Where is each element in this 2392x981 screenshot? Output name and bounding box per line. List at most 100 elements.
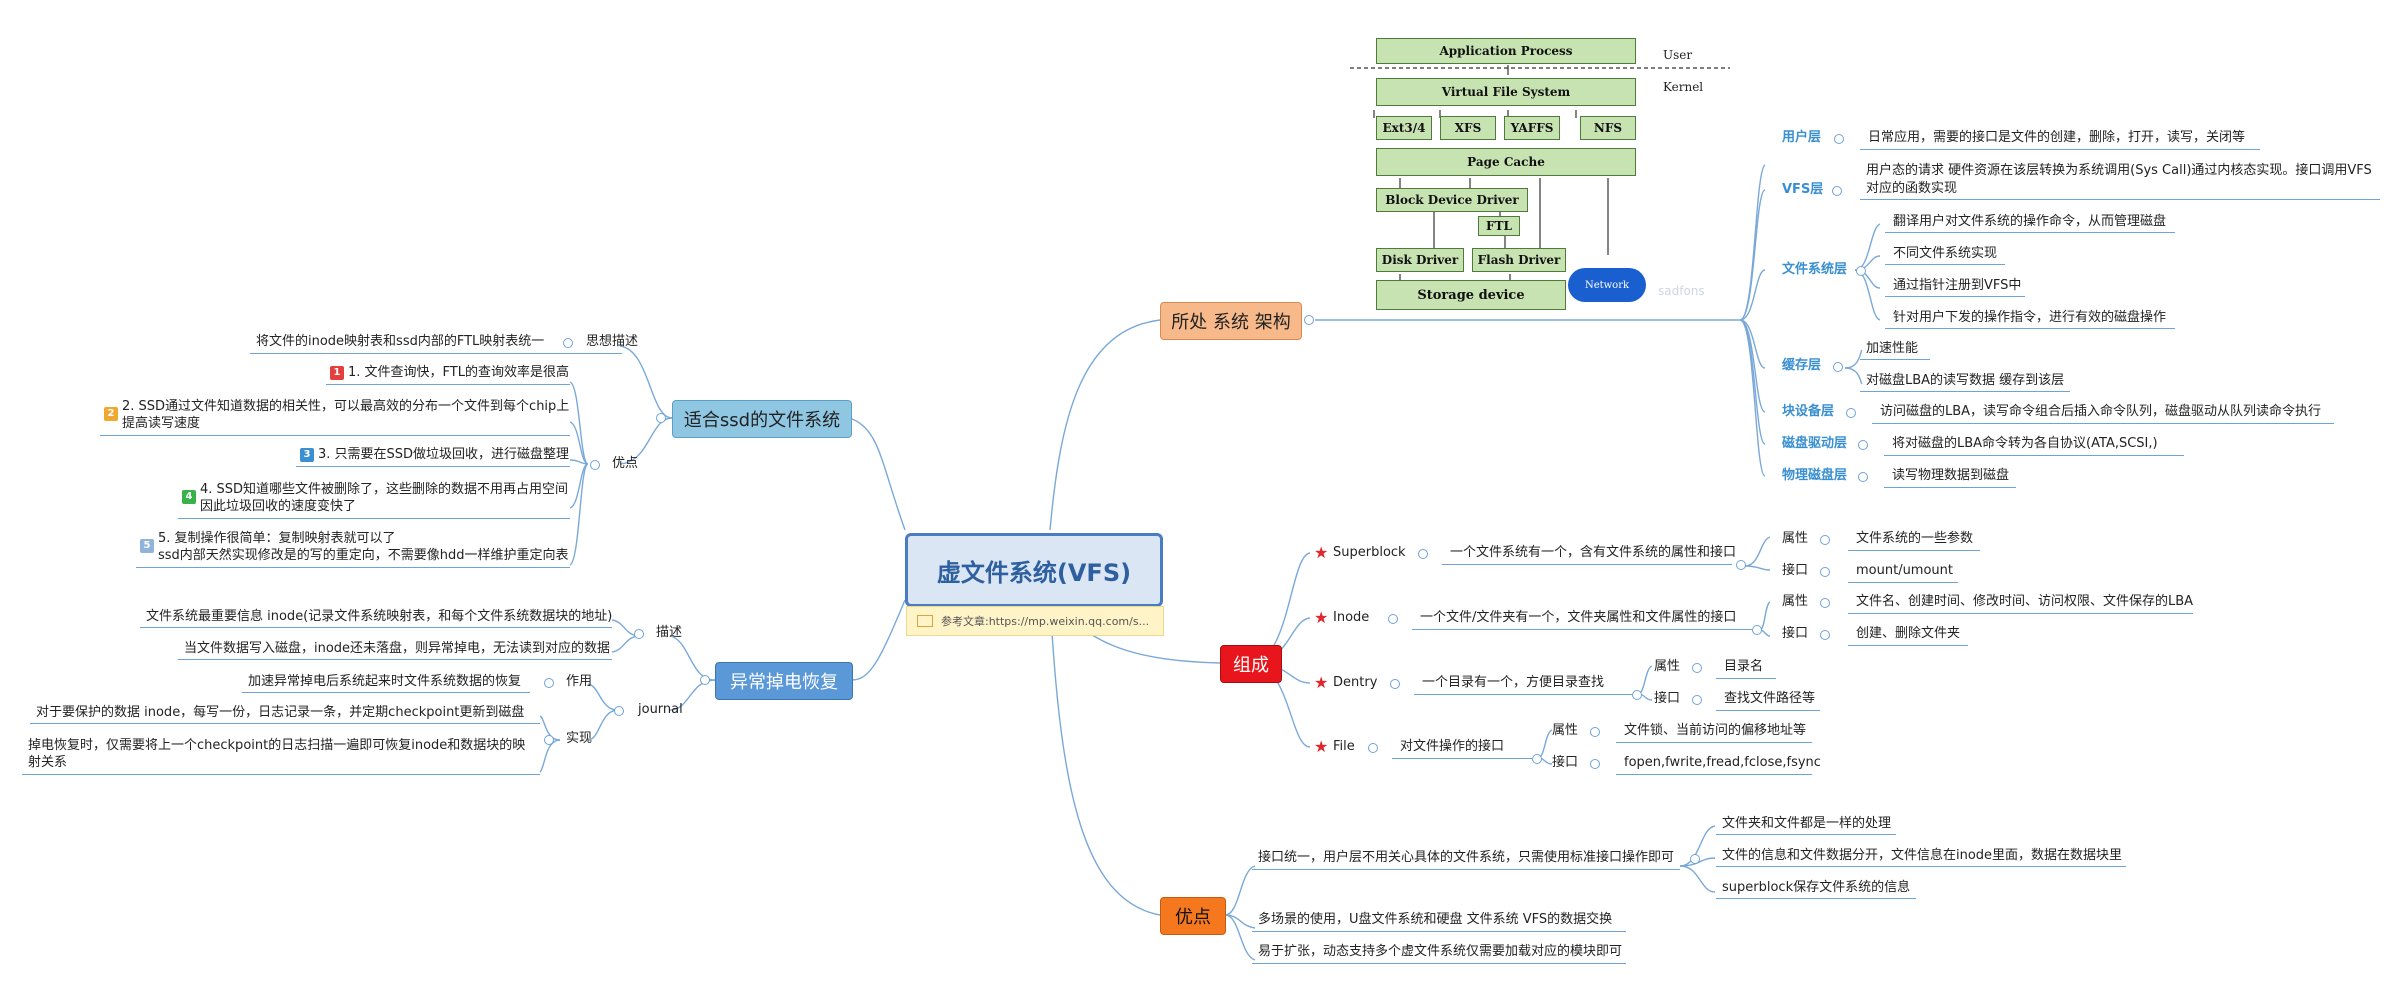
underline <box>1884 455 2184 456</box>
underline <box>1252 931 1626 932</box>
arch-storage-label: Storage device <box>1417 287 1525 303</box>
collapse-dot[interactable] <box>1692 663 1702 673</box>
attr-label: 属性 <box>1552 723 1579 738</box>
iface-value: fopen,fwrite,fread,fclose,fsync <box>1624 755 1821 770</box>
recover-impl: 对于要保护的数据 inode，每写一份，日志记录一条，并定期checkpoint… <box>36 705 525 720</box>
branch-recover[interactable]: 异常掉电恢复 <box>715 662 853 700</box>
collapse-dot[interactable] <box>1833 362 1843 372</box>
arch-disk-driver-label: Disk Driver <box>1381 253 1459 267</box>
iface-label: 接口 <box>1782 626 1809 641</box>
underline <box>140 627 612 628</box>
root-note[interactable]: 参考文章:https://mp.weixin.qq.com/s... <box>906 606 1164 636</box>
collapse-dot[interactable] <box>1846 408 1856 418</box>
ssd-pro: 3. 只需要在SSD做垃圾回收，进行磁盘整理 <box>318 447 570 462</box>
collapse-dot[interactable] <box>1820 630 1830 640</box>
collapse-dot[interactable] <box>544 678 554 688</box>
collapse-dot[interactable] <box>1304 315 1314 325</box>
collapse-dot[interactable] <box>1368 743 1378 753</box>
component-name[interactable]: Dentry <box>1333 675 1378 690</box>
underline <box>178 659 612 660</box>
arch-flash-driver: Flash Driver <box>1472 248 1566 272</box>
collapse-dot[interactable] <box>614 706 624 716</box>
layer-name[interactable]: 用户层 <box>1782 130 1822 145</box>
recover-desc: 文件系统最重要信息 inode(记录文件系统映射表，和每个文件系统数据块的地址) <box>146 609 613 624</box>
underline <box>250 353 622 354</box>
underline <box>1716 834 1896 835</box>
collapse-dot[interactable] <box>700 675 710 685</box>
arch-fs-label: XFS <box>1454 121 1482 135</box>
badge-2-icon: 2 <box>104 407 118 421</box>
branch-advantage[interactable]: 优点 <box>1160 897 1226 935</box>
collapse-dot[interactable] <box>1858 472 1868 482</box>
collapse-dot[interactable] <box>1820 567 1830 577</box>
underline <box>1872 423 2334 424</box>
collapse-dot[interactable] <box>1690 854 1700 864</box>
collapse-dot[interactable] <box>1820 598 1830 608</box>
component-name[interactable]: Inode <box>1333 610 1370 625</box>
arch-ftl-label: FTL <box>1486 219 1512 233</box>
arch-user: User <box>1663 48 1693 62</box>
collapse-dot[interactable] <box>1736 560 1746 570</box>
collapse-dot[interactable] <box>1632 690 1642 700</box>
collapse-dot[interactable] <box>1590 727 1600 737</box>
arch-block-driver-label: Block Device Driver <box>1385 193 1519 207</box>
layer-item: 通过指针注册到VFS中 <box>1893 278 2022 293</box>
collapse-dot[interactable] <box>544 735 554 745</box>
collapse-dot[interactable] <box>1832 186 1842 196</box>
underline <box>1716 678 1776 679</box>
collapse-dot[interactable] <box>1390 679 1400 689</box>
underline <box>1442 564 1732 565</box>
layer-name[interactable]: 物理磁盘层 <box>1782 468 1848 483</box>
iface-value: mount/umount <box>1856 563 1954 578</box>
component-name[interactable]: File <box>1333 739 1355 754</box>
iface-label: 接口 <box>1654 691 1681 706</box>
underline <box>136 567 570 568</box>
collapse-dot[interactable] <box>1858 440 1868 450</box>
advantage-sub: 文件夹和文件都是一样的处理 <box>1722 816 1892 831</box>
badge-4-icon: 4 <box>182 490 196 504</box>
layer-item: 对磁盘LBA的读写数据 缓存到该层 <box>1866 373 2065 388</box>
branch-compose[interactable]: 组成 <box>1220 645 1282 683</box>
collapse-dot[interactable] <box>656 413 666 423</box>
layer-name[interactable]: 块设备层 <box>1782 404 1835 419</box>
underline <box>1716 866 2126 867</box>
branch-arch[interactable]: 所处 系统 架构 <box>1160 302 1302 340</box>
layer-name[interactable]: 缓存层 <box>1782 358 1822 373</box>
component-desc: 一个文件系统有一个，含有文件系统的属性和接口 <box>1450 545 1737 560</box>
collapse-dot[interactable] <box>1388 614 1398 624</box>
collapse-dot[interactable] <box>1532 754 1542 764</box>
arch-network-label: Network <box>1584 279 1630 291</box>
component-name[interactable]: Superblock <box>1333 545 1406 560</box>
collapse-dot[interactable] <box>634 629 644 639</box>
collapse-dot[interactable] <box>1692 695 1702 705</box>
badge-5-icon: 5 <box>140 539 154 553</box>
iface-label: 接口 <box>1552 755 1579 770</box>
attr-value: 文件锁、当前访问的偏移地址等 <box>1624 723 1807 738</box>
collapse-dot[interactable] <box>1418 549 1428 559</box>
layer-name[interactable]: 磁盘驱动层 <box>1782 436 1848 451</box>
recover-impl-label: 实现 <box>566 731 593 746</box>
root-node[interactable]: 虚文件系统(VFS) <box>905 533 1163 607</box>
arch-app-label: Application Process <box>1439 44 1573 58</box>
star-icon: ★ <box>1314 673 1329 692</box>
branch-ssd[interactable]: 适合ssd的文件系统 <box>672 400 852 438</box>
advantage-sub: superblock保存文件系统的信息 <box>1722 880 1911 895</box>
layer-name[interactable]: VFS层 <box>1782 182 1824 197</box>
collapse-dot[interactable] <box>1590 759 1600 769</box>
star-icon: ★ <box>1314 543 1329 562</box>
layer-desc: 用户态的请求 硬件资源在该层转换为系统调用(Sys Call)通过内核态实现。接… <box>1866 163 2372 178</box>
attr-label: 属性 <box>1654 659 1681 674</box>
layer-name[interactable]: 文件系统层 <box>1782 262 1848 277</box>
collapse-dot[interactable] <box>1752 625 1762 635</box>
collapse-dot[interactable] <box>1856 266 1866 276</box>
component-desc: 一个目录有一个，方便目录查找 <box>1422 675 1605 690</box>
recover-use: 加速异常掉电后系统起来时文件系统数据的恢复 <box>248 674 522 689</box>
underline <box>178 518 570 519</box>
collapse-dot[interactable] <box>1834 134 1844 144</box>
collapse-dot[interactable] <box>590 460 600 470</box>
underline <box>1860 199 2380 200</box>
collapse-dot[interactable] <box>1820 535 1830 545</box>
collapse-dot[interactable] <box>563 338 573 348</box>
